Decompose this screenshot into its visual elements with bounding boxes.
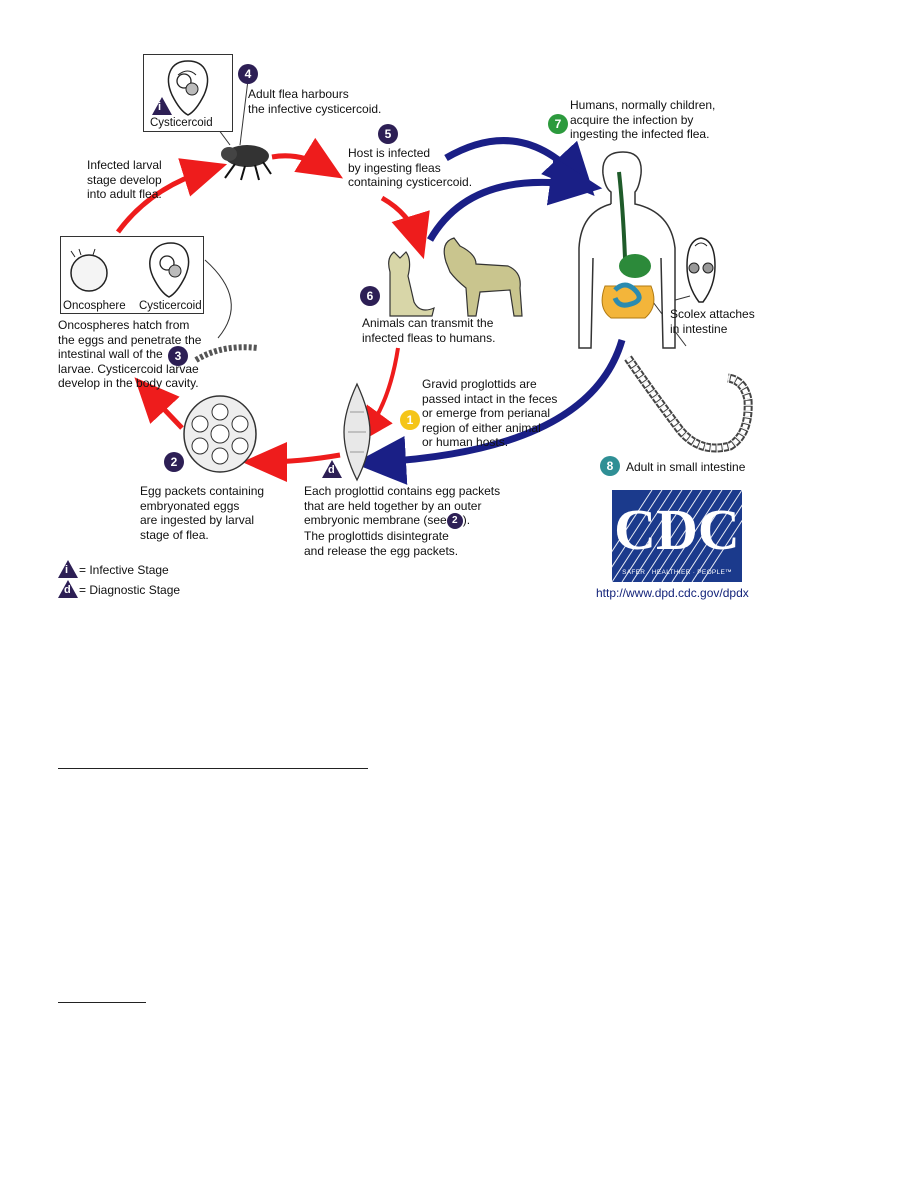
oncosphere-icon <box>70 242 190 298</box>
legend-diagnostic-icon <box>58 580 78 598</box>
cysticercoid-label-2: Cysticercoid <box>139 300 202 312</box>
oncosphere-box: Oncosphere Cysticercoid <box>60 236 204 314</box>
arrow-animals-to-proglottid <box>358 347 400 443</box>
arrow-human-to-proglottid <box>353 339 626 485</box>
oncosphere-label: Oncosphere <box>63 300 126 312</box>
scolex-icon <box>686 237 716 303</box>
step-1-text: Gravid proglottids are passed intact in … <box>422 377 558 449</box>
arrow-animals-to-human <box>426 156 603 242</box>
cdc-tagline: SAFER · HEALTHIER · PEOPLE™ <box>622 569 732 576</box>
proglottid-text-block: Each proglottid contains egg packets tha… <box>304 484 500 558</box>
infective-stage-letter: i <box>158 101 162 113</box>
adult-tapeworm-icon <box>624 355 753 453</box>
legend-diagnostic-letter: d <box>64 584 71 596</box>
egg-packet-icon <box>183 395 257 473</box>
flea-larva-icon <box>194 344 259 363</box>
legend-infective-icon <box>58 560 78 578</box>
cat-dog-icon <box>388 237 523 317</box>
scolex-text: Scolex attaches in intestine <box>670 307 755 336</box>
cysticercoid-label: Cysticercoid <box>150 117 213 129</box>
arrow-proglottid-to-eggs <box>242 441 341 482</box>
human-body-icon <box>578 151 676 349</box>
arrow-eggs-to-larva <box>134 377 184 430</box>
section-rule-2 <box>58 1002 146 1003</box>
step-3-badge: 3 <box>168 346 188 366</box>
cysticercoid-box: i Cysticercoid <box>143 54 233 132</box>
step-1-badge: 1 <box>400 410 420 430</box>
diagnostic-stage-letter: d <box>328 464 335 476</box>
section-rule-1 <box>58 768 368 769</box>
step-2-text: Egg packets containing embryonated eggs … <box>140 484 265 542</box>
step-4-text: Adult flea harbours the infective cystic… <box>248 87 382 116</box>
legend-infective-letter: i <box>65 564 69 576</box>
cdc-logo: CDC SAFER · HEALTHIER · PEOPLE™ <box>612 490 742 582</box>
cdc-logo-lines <box>612 490 742 582</box>
cdc-logo-text: CDC <box>614 497 740 562</box>
proglottid-text-end: ). The proglottids disintegrate and rele… <box>304 513 471 558</box>
step-5-badge: 5 <box>378 124 398 144</box>
step-2-badge: 2 <box>164 452 184 472</box>
proglottid-text: Each proglottid contains egg packets tha… <box>304 484 501 528</box>
cdc-url: http://www.dpd.cdc.gov/dpdx <box>596 586 749 600</box>
step-7-badge: 7 <box>548 114 568 134</box>
step-6-badge: 6 <box>360 286 380 306</box>
step-5-text: Host is infected by ingesting fleas cont… <box>348 146 473 189</box>
step-7-text: Humans, normally children, acquire the i… <box>570 98 716 141</box>
arrow-flea-to-host <box>271 137 344 179</box>
proglottid-icon <box>343 382 371 482</box>
legend-infective-text: = Infective Stage <box>79 563 169 577</box>
arrow-host-to-animals <box>380 195 430 260</box>
larval-stage-text: Infected larval stage develop into adult… <box>87 158 162 201</box>
legend-diagnostic-text: = Diagnostic Stage <box>79 583 181 597</box>
step-8-text: Adult in small intestine <box>626 460 746 474</box>
arrow-larva-to-flea <box>115 158 228 234</box>
step-8-badge: 8 <box>600 456 620 476</box>
step-6-text: Animals can transmit the infected fleas … <box>362 316 496 345</box>
flea-icon <box>221 145 272 181</box>
infective-stage-marker <box>152 97 172 115</box>
see-step-2-badge: 2 <box>446 513 463 529</box>
step-4-badge: 4 <box>238 64 258 84</box>
diagnostic-stage-marker <box>322 460 342 478</box>
cysticercoid-icon <box>167 60 209 116</box>
